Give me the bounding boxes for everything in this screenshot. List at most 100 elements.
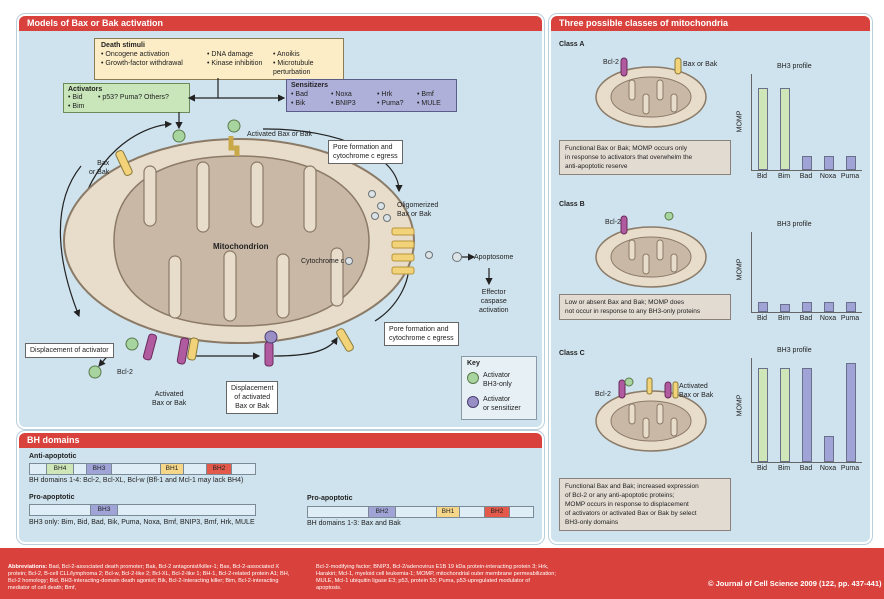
label-bcl2: Bcl-2 — [117, 368, 133, 377]
class-b-note: Low or absent Bax and Bak; MOMP does not… — [559, 294, 731, 320]
bar-noxa — [824, 302, 834, 312]
tick-label: Noxa — [817, 172, 839, 181]
class-a-bax: Bax or Bak — [683, 60, 717, 69]
models-panel: Models of Bax or Bak activation Death st… — [17, 14, 544, 429]
legend-key: Key Activator BH3-only Activator or sens… — [461, 356, 537, 420]
domain-bh1: BH1 — [160, 464, 184, 474]
classes-panel-title: Three possible classes of mitochondria — [551, 16, 870, 31]
label-displacement-activated: Displacement of activated Bax or Bak — [226, 381, 278, 414]
label-pore-top: Pore formation and cytochrome c egress — [328, 140, 403, 164]
bh-domains-panel: BH domains Anti-apoptotic BH4 BH3 BH1 BH… — [17, 431, 544, 544]
class-a-note: Functional Bax or Bak; MOMP occurs only … — [559, 140, 731, 175]
tick-label: Bid — [751, 172, 773, 181]
chart-a-plot — [751, 74, 862, 171]
domain-bh4: BH4 — [46, 464, 74, 474]
key-sensitizer: Activator or sensitizer — [483, 395, 521, 413]
tick-label: Bid — [751, 314, 773, 323]
domain-bh3: BH3 — [86, 464, 112, 474]
domain-bh2-c: BH2 — [484, 507, 510, 517]
label-activated-bax-bottom: Activated Bax or Bak — [152, 390, 186, 408]
chart-c-title: BH3 profile — [777, 346, 812, 355]
label-mitochondrion: Mitochondrion — [213, 242, 269, 252]
pro-apoptotic-title-2: Pro-apoptotic — [307, 494, 353, 503]
pro-apoptotic-title-1: Pro-apoptotic — [29, 493, 75, 502]
chart-b-plot — [751, 232, 862, 313]
bar-bad — [802, 368, 812, 462]
bar-bad — [802, 302, 812, 312]
bar-bim — [780, 368, 790, 462]
abbreviations-left: Abbreviations: Bad, Bcl-2-associated dea… — [8, 564, 298, 592]
label-displacement-activator: Displacement of activator — [25, 343, 114, 358]
label-cytochrome-c: Cytochrome c — [301, 257, 344, 266]
tick-label: Bad — [795, 314, 817, 323]
bar-bid — [758, 302, 768, 312]
tick-label: Bid — [751, 464, 773, 473]
chart-b-title: BH3 profile — [777, 220, 812, 229]
tick-label: Bad — [795, 464, 817, 473]
class-c-note: Functional Bax and Bak; increased expres… — [559, 478, 731, 531]
class-a-bcl2: Bcl-2 — [603, 58, 619, 67]
footer: Abbreviations: Bad, Bcl-2-associated dea… — [0, 548, 884, 599]
tick-label: Puma — [839, 314, 861, 323]
bar-noxa — [824, 156, 834, 170]
tick-label: Puma — [839, 464, 861, 473]
label-pore-bottom: Pore formation and cytochrome c egress — [384, 322, 459, 346]
copyright: © Journal of Cell Science 2009 (122, pp.… — [708, 579, 882, 588]
class-a-title: Class A — [559, 40, 584, 49]
tick-label: Noxa — [817, 314, 839, 323]
domain-bh2-a: BH2 — [368, 507, 396, 517]
domain-bh1-b: BH1 — [436, 507, 460, 517]
chart-c-ylabel: MOMP — [735, 395, 744, 417]
class-c-title: Class C — [559, 349, 585, 358]
chart-c-plot — [751, 358, 862, 463]
tick-label: Bim — [773, 172, 795, 181]
label-activated-bax-top: Activated Bax or Bak — [247, 130, 312, 139]
classes-panel: Three possible classes of mitochondria C… — [549, 14, 872, 544]
anti-apoptotic-title: Anti-apoptotic — [29, 452, 76, 461]
bh3-only-caption: BH3 only: Bim, Bid, Bad, Bik, Puma, Noxa… — [29, 518, 255, 527]
tick-label: Bad — [795, 172, 817, 181]
bar-bim — [780, 88, 790, 170]
domain-bh2: BH2 — [206, 464, 232, 474]
tick-label: Puma — [839, 172, 861, 181]
bh3-chart-c: BH3 profile MOMP BidBimBadNoxaPuma — [737, 346, 865, 476]
anti-apoptotic-track: BH4 BH3 BH1 BH2 — [29, 463, 256, 475]
class-b-title: Class B — [559, 200, 585, 209]
label-oligomerized: Oligomerized Bax or Bak — [397, 201, 438, 219]
bar-puma — [846, 302, 856, 312]
bax-bak-caption: BH domains 1-3: Bax and Bak — [307, 519, 401, 528]
label-apoptosome: Apoptosome — [474, 253, 513, 262]
chart-a-title: BH3 profile — [777, 62, 812, 71]
abbreviations-left-text: Bad, Bcl-2-associated death promoter; Ba… — [8, 564, 289, 591]
chart-b-ylabel: MOMP — [735, 259, 744, 281]
tick-label: Bim — [773, 314, 795, 323]
tick-label: Bim — [773, 464, 795, 473]
bar-puma — [846, 156, 856, 170]
chart-a-ylabel: MOMP — [735, 111, 744, 133]
abbreviations-label: Abbreviations: — [8, 564, 47, 570]
label-bax-or-bak: Bax or Bak — [89, 159, 109, 177]
tick-label: Noxa — [817, 464, 839, 473]
bar-puma — [846, 363, 856, 462]
abbreviations-right: Bcl-2-modifying factor; BNIP3, Bcl-2/ade… — [316, 564, 556, 592]
key-title: Key — [467, 359, 480, 368]
bar-bid — [758, 88, 768, 170]
bar-bad — [802, 156, 812, 170]
bar-bim — [780, 304, 790, 312]
label-effector: Effector caspase activation — [479, 288, 509, 315]
bh3-only-track: BH3 — [29, 504, 256, 516]
key-activator: Activator BH3-only — [483, 371, 512, 389]
anti-apoptotic-caption: BH domains 1-4: Bcl-2, Bcl-XL, Bcl-w (Bf… — [29, 476, 243, 485]
key-swatches — [466, 371, 480, 415]
bax-bak-track: BH2 BH1 BH2 — [307, 506, 534, 518]
bar-noxa — [824, 436, 834, 462]
activator-swatch-icon — [468, 373, 479, 384]
class-c-bcl2: Bcl-2 — [595, 390, 611, 399]
sensitizer-swatch-icon — [468, 397, 479, 408]
domain-bh3-only: BH3 — [90, 505, 118, 515]
bar-bid — [758, 368, 768, 462]
bh-domains-title: BH domains — [19, 433, 542, 448]
class-b-bcl2: Bcl-2 — [605, 218, 621, 227]
